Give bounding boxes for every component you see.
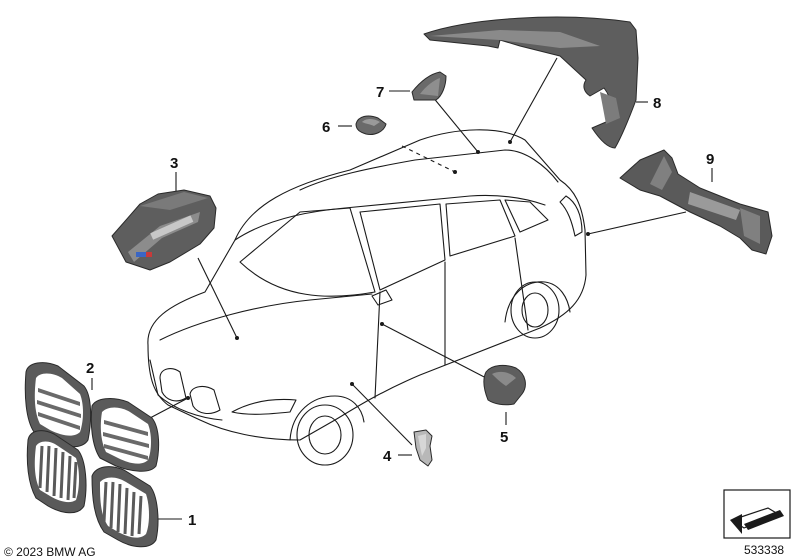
leader-lines [91, 57, 713, 520]
part-5-mirror-cap[interactable] [483, 364, 526, 406]
callout-1: 1 [188, 512, 196, 529]
copyright-notice: © 2023 BMW AG [4, 545, 96, 559]
part-7-antenna-cover[interactable] [411, 71, 447, 101]
callout-8: 8 [653, 95, 661, 112]
part-1-kidney-grille[interactable] [26, 430, 159, 548]
callout-labels: 1 2 3 4 5 6 7 8 9 [86, 84, 714, 529]
callout-6: 6 [322, 119, 330, 136]
callout-3: 3 [170, 155, 178, 172]
callout-4: 4 [383, 448, 392, 465]
callout-9: 9 [706, 151, 714, 168]
callout-2: 2 [86, 360, 94, 377]
part-3-engine-cover[interactable] [111, 189, 217, 271]
vehicle-outline [147, 129, 587, 466]
part-2-kidney-grille-frame[interactable] [24, 362, 160, 472]
document-number: 533338 [744, 543, 784, 557]
callout-7: 7 [376, 84, 384, 101]
part-4-side-trim[interactable] [413, 429, 433, 467]
part-9-rear-diffuser[interactable] [619, 149, 773, 255]
related-parts-icon[interactable] [723, 489, 791, 539]
callout-5: 5 [500, 429, 508, 446]
part-8-rear-spoiler[interactable] [423, 16, 639, 149]
part-6-roof-cap[interactable] [355, 115, 387, 135]
